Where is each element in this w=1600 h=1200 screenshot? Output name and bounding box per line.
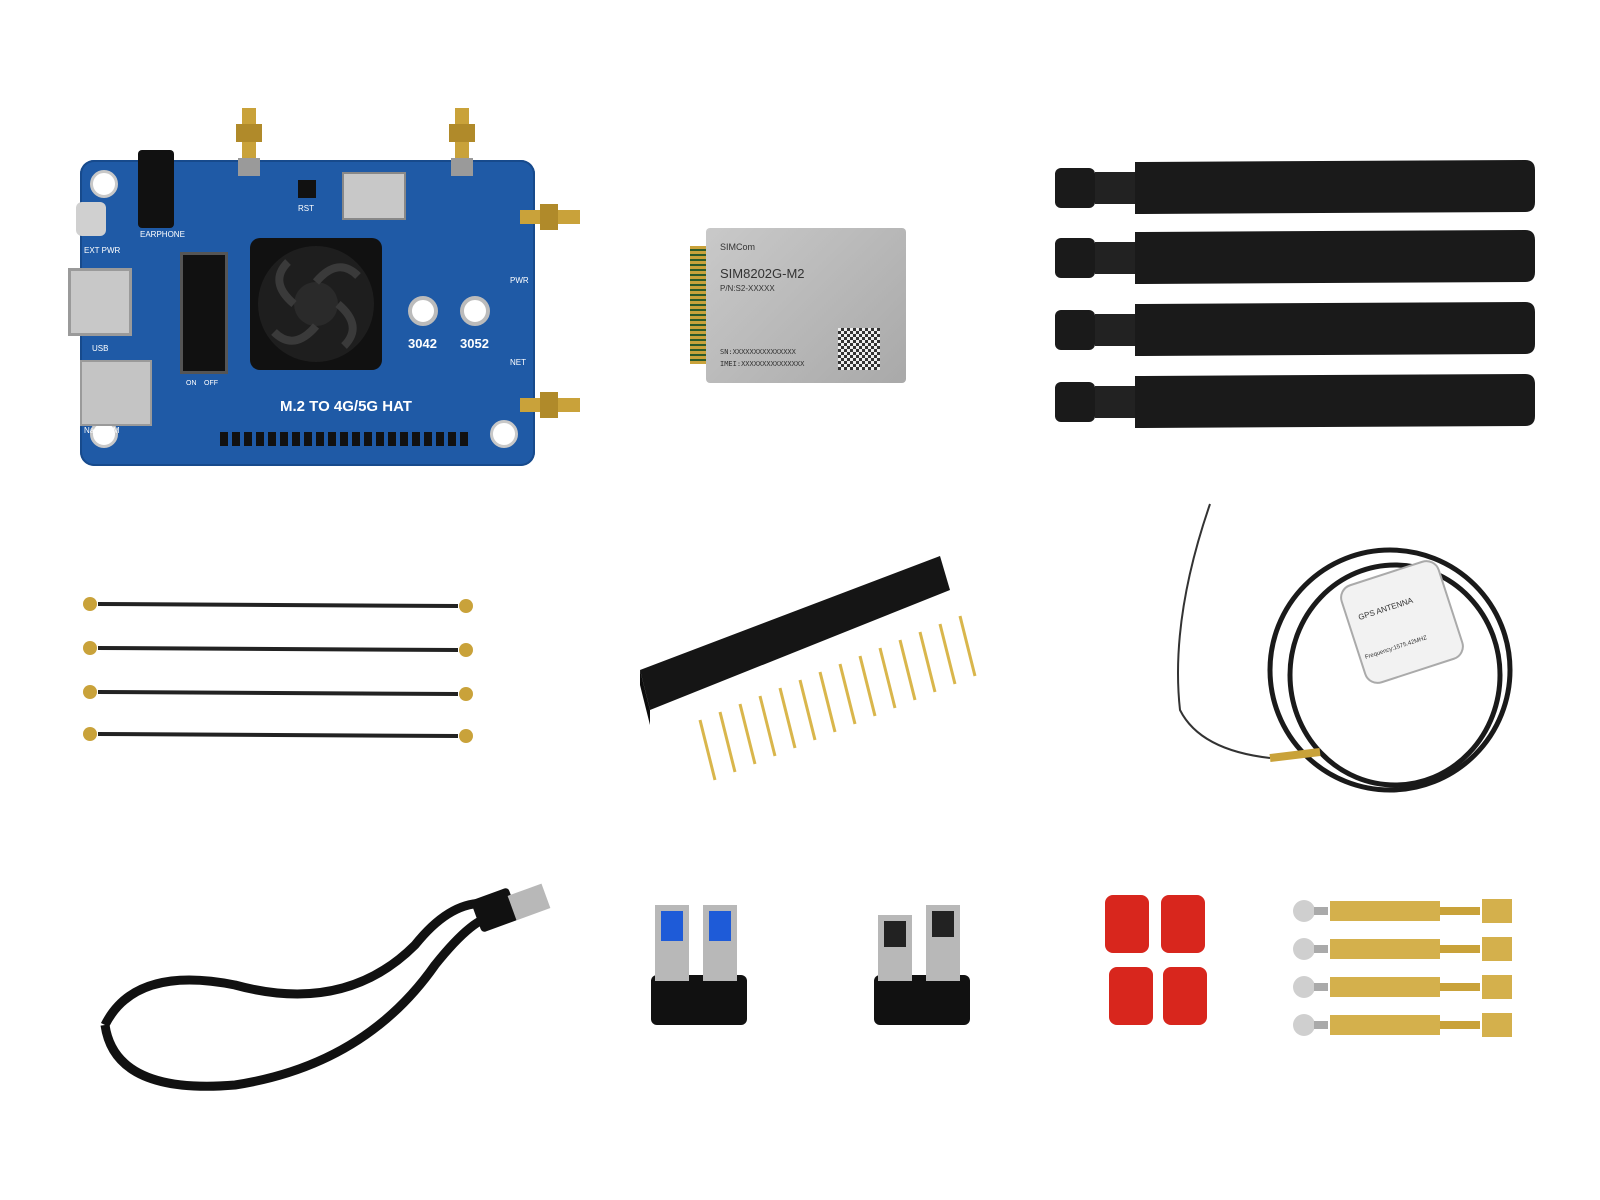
ipex-cable (83, 641, 473, 657)
rst-label: RST (298, 204, 314, 213)
standoff-row (1293, 937, 1512, 961)
module-model: SIM8202G-M2 (720, 266, 805, 281)
module-brand: SIMCom (720, 242, 756, 252)
gps-cable (1177, 503, 1513, 793)
usb-a-port (68, 268, 132, 336)
red-caps (1105, 895, 1215, 1035)
net-label: NET (510, 358, 526, 367)
earphone-label: EARPHONE (140, 230, 185, 239)
antenna (1055, 374, 1535, 428)
module-pn: P/N:S2-XXXXX (720, 284, 775, 293)
gps-antenna: GPS ANTENNA Frequency:1575.42MHZ (1160, 500, 1520, 810)
mount-hole (490, 420, 518, 448)
reset-button (298, 180, 316, 198)
standoff-row (1293, 1013, 1512, 1037)
ipex-cable-set (80, 590, 480, 750)
slot-3042-label: 3042 (408, 336, 437, 351)
on-label: ON (186, 380, 197, 387)
standoff-row (1293, 975, 1512, 999)
m2-slot (180, 252, 228, 374)
m2-module: SIMCom SIM8202G-M2 P/N:S2-XXXXX SN:XXXXX… (690, 228, 910, 383)
mount-hole (90, 170, 118, 198)
qr-code (838, 328, 880, 370)
ipex-cable (83, 727, 473, 743)
power-switch (342, 172, 406, 220)
red-cap (1163, 967, 1207, 1025)
usb-u-adapter-black (874, 905, 970, 1025)
cooling-fan (250, 238, 382, 370)
module-sn: SN:XXXXXXXXXXXXXXX (720, 348, 796, 356)
sim-slot (80, 360, 152, 426)
gpio-extension-header (640, 556, 977, 781)
nano-sim-label: Nano SIM (84, 426, 120, 435)
standoff-set (1290, 895, 1520, 1045)
module-imei: IMEI:XXXXXXXXXXXXXXX (720, 360, 805, 368)
ipex-cable (83, 685, 473, 701)
gps-label: GPS ANTENNA (1357, 595, 1415, 622)
usb-c-port (76, 202, 106, 236)
antenna-set (1055, 158, 1535, 438)
m2-screw-3042 (408, 296, 438, 326)
red-cap (1105, 895, 1149, 953)
sma-connector-top-left (236, 108, 262, 176)
red-cap (1161, 895, 1205, 953)
off-label: OFF (204, 380, 218, 387)
antenna (1055, 230, 1535, 284)
usb-label: USB (92, 344, 109, 353)
earphone-jack (138, 150, 174, 228)
gpio-header (220, 432, 470, 446)
sma-connector-right-top (520, 204, 580, 230)
m2-gold-fingers (690, 246, 708, 364)
gps-frequency: Frequency:1575.42MHZ (1364, 635, 1428, 661)
antenna (1055, 302, 1535, 356)
antenna (1055, 160, 1535, 214)
usb-u-adapter-blue (651, 905, 747, 1025)
usb-cable (100, 883, 551, 1091)
standoff-row (1293, 899, 1512, 923)
m2-screw-3052 (460, 296, 490, 326)
sma-connector-right-bottom (520, 392, 580, 418)
hat-title: M.2 TO 4G/5G HAT (280, 398, 412, 415)
sma-connector-top-right (449, 108, 475, 176)
ext-pwr-label: EXT PWR (84, 246, 121, 255)
hat-board: 3042 3052 M.2 TO 4G/5G HAT EARPHONE EXT … (68, 108, 580, 466)
pwr-label: PWR (510, 276, 529, 285)
ipex-cable (83, 597, 473, 613)
red-cap (1109, 967, 1153, 1025)
slot-3052-label: 3052 (460, 336, 489, 351)
